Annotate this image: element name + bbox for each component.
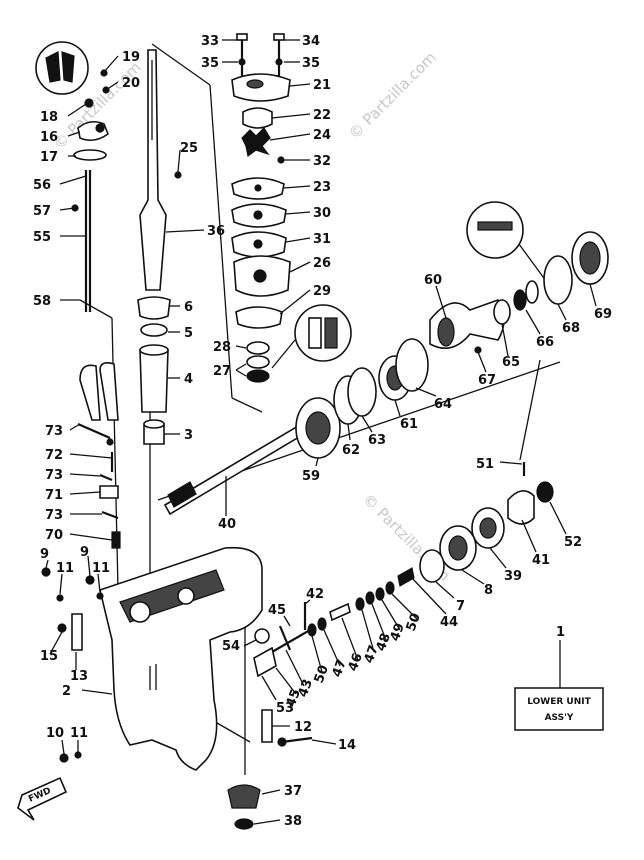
callout-13: 13 (70, 669, 88, 684)
callout-62: 62 (342, 443, 360, 458)
bearing-housing-assembly (295, 201, 609, 459)
lower-casing (41, 546, 263, 830)
callout-20: 20 (122, 76, 140, 91)
callout-15: 15 (40, 649, 58, 664)
callout-50: 50 (312, 663, 332, 685)
callout-28: 28 (213, 340, 231, 355)
callout-45: 45 (268, 603, 286, 618)
callout-27: 27 (213, 364, 231, 379)
callout-47: 47 (330, 657, 350, 679)
gear-assembly (253, 462, 554, 747)
callout-10: 10 (46, 726, 64, 741)
callout-72: 72 (45, 448, 63, 463)
assy-box-line2: ASS'Y (545, 713, 574, 723)
callout-39: 39 (504, 569, 522, 584)
callout-11: 11 (56, 561, 74, 576)
callout-64: 64 (434, 397, 452, 412)
callout-42: 42 (306, 587, 324, 602)
callout-68: 68 (562, 321, 580, 336)
callout-33: 33 (201, 34, 219, 49)
callout-65: 65 (502, 355, 520, 370)
callout-58: 58 (33, 294, 51, 309)
callout-35: 35 (201, 56, 219, 71)
callout-3: 3 (184, 428, 193, 443)
callout-11: 11 (92, 561, 110, 576)
water-tube-assembly (77, 362, 121, 549)
callout-48: 48 (374, 631, 394, 653)
callout-36: 36 (207, 224, 225, 239)
callout-73: 73 (45, 424, 63, 439)
callout-23: 23 (313, 180, 331, 195)
callout-34: 34 (302, 34, 320, 49)
callout-61: 61 (400, 417, 418, 432)
callout-8: 8 (484, 583, 493, 598)
callout-40: 40 (218, 517, 236, 532)
callout-32: 32 (313, 154, 331, 169)
callout-71: 71 (45, 488, 63, 503)
callout-73: 73 (45, 508, 63, 523)
callout-46: 46 (346, 651, 366, 673)
shift-rod-assembly (35, 41, 110, 312)
callout-51: 51 (476, 457, 494, 472)
callout-22: 22 (313, 108, 331, 123)
callout-66: 66 (536, 335, 554, 350)
callout-59: 59 (302, 469, 320, 484)
callout-31: 31 (313, 232, 331, 247)
assy-box-line1: LOWER UNIT (527, 697, 591, 707)
callout-55: 55 (33, 230, 51, 245)
callout-11: 11 (70, 726, 88, 741)
callout-25: 25 (180, 141, 198, 156)
callout-6: 6 (184, 300, 193, 315)
callout-16: 16 (40, 130, 58, 145)
callout-35: 35 (302, 56, 320, 71)
forward-arrow-icon: FWD (17, 776, 68, 821)
callout-67: 67 (478, 373, 496, 388)
callout-29: 29 (313, 284, 331, 299)
watermark-top-right: © Partzilla.com (345, 48, 440, 143)
callout-38: 38 (284, 814, 302, 829)
callout-9: 9 (40, 547, 49, 562)
water-pump-assembly (231, 33, 291, 383)
callout-17: 17 (40, 150, 58, 165)
callout-5: 5 (184, 326, 193, 341)
callout-19: 19 (122, 50, 140, 65)
callout-52: 52 (564, 535, 582, 550)
callout-9: 9 (80, 545, 89, 560)
callout-leaders (45, 39, 597, 825)
callout-4: 4 (184, 372, 193, 387)
callout-47: 47 (362, 643, 382, 665)
callout-41: 41 (532, 553, 550, 568)
callout-73: 73 (45, 468, 63, 483)
callout-12: 12 (294, 720, 312, 735)
callout-37: 37 (284, 784, 302, 799)
callout-18: 18 (40, 110, 58, 125)
callout-50: 50 (404, 611, 424, 633)
callout-labels: 33 34 35 35 21 22 24 32 23 30 31 26 29 2… (33, 34, 612, 829)
callout-45: 45 (284, 687, 304, 709)
callout-63: 63 (368, 433, 386, 448)
callout-44: 44 (440, 615, 458, 630)
callout-1: 1 (556, 625, 565, 640)
seal-orientation-inset (271, 304, 352, 369)
callout-54: 54 (222, 639, 240, 654)
callout-14: 14 (338, 738, 356, 753)
callout-49: 49 (388, 621, 408, 643)
callout-70: 70 (45, 528, 63, 543)
callout-21: 21 (313, 78, 331, 93)
lower-unit-assy-box: LOWER UNIT ASS'Y (514, 640, 604, 731)
callout-43: 43 (296, 677, 316, 699)
callout-69: 69 (594, 307, 612, 322)
callout-7: 7 (456, 599, 465, 614)
drive-shaft (137, 49, 182, 445)
callout-53: 53 (276, 701, 294, 716)
callout-2: 2 (62, 684, 71, 699)
callout-30: 30 (313, 206, 331, 221)
callout-26: 26 (313, 256, 331, 271)
callout-24: 24 (313, 128, 331, 143)
callout-56: 56 (33, 178, 51, 193)
callout-57: 57 (33, 204, 51, 219)
callout-60: 60 (424, 273, 442, 288)
